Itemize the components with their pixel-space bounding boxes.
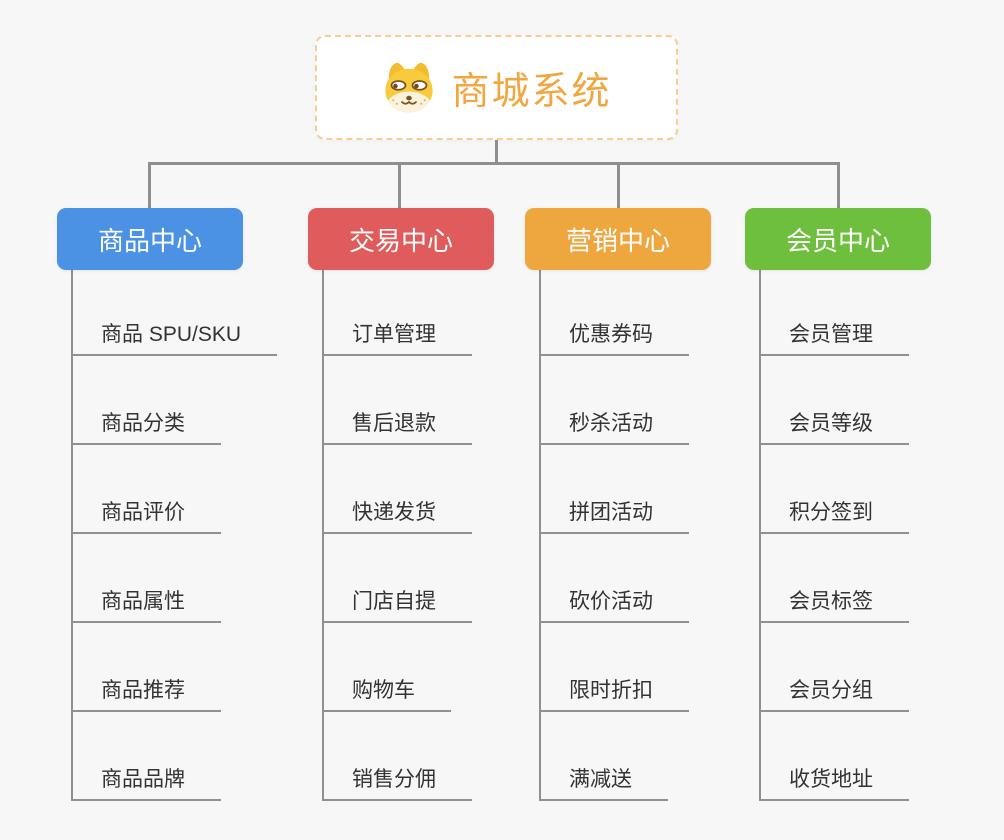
leaf-item: 积分签到 bbox=[761, 445, 909, 534]
leaf-node[interactable]: 满减送 bbox=[541, 769, 668, 801]
branch-node-trade-center[interactable]: 交易中心 bbox=[308, 208, 494, 270]
leaf-item: 限时折扣 bbox=[541, 623, 689, 712]
leaf-node[interactable]: 优惠券码 bbox=[541, 324, 689, 356]
leaf-node[interactable]: 积分签到 bbox=[761, 502, 909, 534]
leaf-node[interactable]: 砍价活动 bbox=[541, 591, 689, 623]
branch-column-trade: 交易中心 订单管理 售后退款 快递发货 门店自提 购物车 销售分佣 bbox=[308, 208, 494, 801]
leaf-node[interactable]: 商品分类 bbox=[73, 413, 221, 445]
leaf-item: 售后退款 bbox=[324, 356, 472, 445]
branch-column-marketing: 营销中心 优惠券码 秒杀活动 拼团活动 砍价活动 限时折扣 满减送 bbox=[525, 208, 711, 801]
leaf-node[interactable]: 购物车 bbox=[324, 680, 451, 712]
leaf-item: 秒杀活动 bbox=[541, 356, 689, 445]
leaf-item: 商品分类 bbox=[73, 356, 277, 445]
leaf-item: 砍价活动 bbox=[541, 534, 689, 623]
connector-bus bbox=[148, 162, 840, 165]
leaf-item: 快递发货 bbox=[324, 445, 472, 534]
leaf-item: 收货地址 bbox=[761, 712, 909, 801]
leaf-item: 优惠券码 bbox=[541, 267, 689, 356]
connector-drop-4 bbox=[837, 164, 840, 209]
leaf-item: 会员等级 bbox=[761, 356, 909, 445]
leaf-node[interactable]: 限时折扣 bbox=[541, 680, 689, 712]
leaf-item: 商品 SPU/SKU bbox=[73, 267, 278, 356]
leaf-item: 订单管理 bbox=[324, 267, 472, 356]
leaf-node[interactable]: 会员等级 bbox=[761, 413, 909, 445]
leaf-node[interactable]: 会员管理 bbox=[761, 324, 909, 356]
leaf-item: 商品推荐 bbox=[73, 623, 277, 712]
leaf-item: 满减送 bbox=[541, 712, 689, 801]
connector-drop-1 bbox=[148, 164, 151, 209]
root-node[interactable]: 商城系统 bbox=[315, 35, 678, 140]
connector-drop-2 bbox=[398, 164, 401, 209]
leaf-node[interactable]: 商品 SPU/SKU bbox=[73, 324, 278, 356]
leaf-node[interactable]: 快递发货 bbox=[324, 502, 472, 534]
leaf-node[interactable]: 订单管理 bbox=[324, 324, 472, 356]
doge-icon bbox=[385, 62, 434, 112]
leaf-node[interactable]: 收货地址 bbox=[761, 769, 909, 801]
branch-leaves-member: 会员管理 会员等级 积分签到 会员标签 会员分组 收货地址 bbox=[759, 267, 909, 801]
leaf-node[interactable]: 秒杀活动 bbox=[541, 413, 689, 445]
leaf-node[interactable]: 拼团活动 bbox=[541, 502, 689, 534]
leaf-item: 会员管理 bbox=[761, 267, 909, 356]
branch-node-marketing-center[interactable]: 营销中心 bbox=[525, 208, 711, 270]
connector-drop-3 bbox=[617, 164, 620, 209]
leaf-node[interactable]: 会员标签 bbox=[761, 591, 909, 623]
leaf-node[interactable]: 售后退款 bbox=[324, 413, 472, 445]
leaf-item: 商品品牌 bbox=[73, 712, 277, 801]
leaf-node[interactable]: 销售分佣 bbox=[324, 769, 472, 801]
branch-leaves-trade: 订单管理 售后退款 快递发货 门店自提 购物车 销售分佣 bbox=[322, 267, 472, 801]
connector-root-stub bbox=[495, 140, 498, 163]
leaf-node[interactable]: 商品推荐 bbox=[73, 680, 221, 712]
leaf-item: 会员分组 bbox=[761, 623, 909, 712]
leaf-node[interactable]: 商品属性 bbox=[73, 591, 221, 623]
leaf-item: 购物车 bbox=[324, 623, 472, 712]
leaf-item: 商品属性 bbox=[73, 534, 277, 623]
leaf-item: 会员标签 bbox=[761, 534, 909, 623]
leaf-node[interactable]: 商品品牌 bbox=[73, 769, 221, 801]
branch-leaves-marketing: 优惠券码 秒杀活动 拼团活动 砍价活动 限时折扣 满减送 bbox=[539, 267, 689, 801]
leaf-item: 拼团活动 bbox=[541, 445, 689, 534]
leaf-node[interactable]: 商品评价 bbox=[73, 502, 221, 534]
branch-node-product-center[interactable]: 商品中心 bbox=[57, 208, 243, 270]
branch-leaves-product: 商品 SPU/SKU 商品分类 商品评价 商品属性 商品推荐 商品品牌 bbox=[71, 267, 278, 801]
leaf-node[interactable]: 门店自提 bbox=[324, 591, 472, 623]
root-title: 商城系统 bbox=[451, 71, 612, 113]
leaf-item: 商品评价 bbox=[73, 445, 277, 534]
branch-column-product: 商品中心 商品 SPU/SKU 商品分类 商品评价 商品属性 商品推荐 商品品牌 bbox=[57, 208, 278, 801]
branch-column-member: 会员中心 会员管理 会员等级 积分签到 会员标签 会员分组 收货地址 bbox=[745, 208, 931, 801]
leaf-item: 门店自提 bbox=[324, 534, 472, 623]
leaf-node[interactable]: 会员分组 bbox=[761, 680, 909, 712]
branch-node-member-center[interactable]: 会员中心 bbox=[745, 208, 931, 270]
leaf-item: 销售分佣 bbox=[324, 712, 472, 801]
